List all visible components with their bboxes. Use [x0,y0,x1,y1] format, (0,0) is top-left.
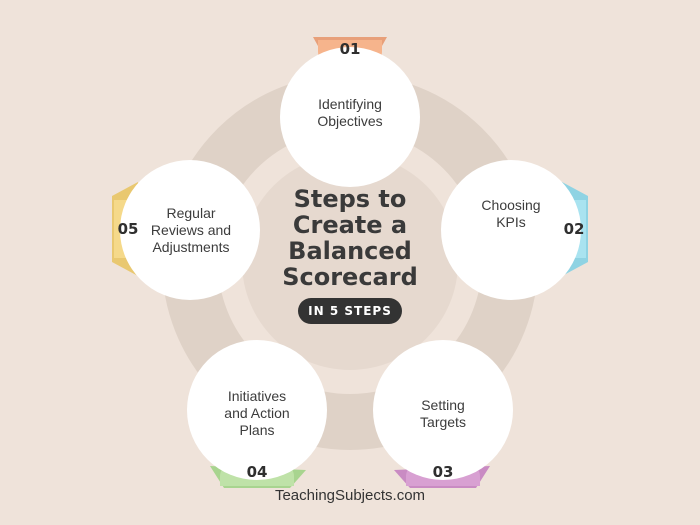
title-line-2: Create a [292,211,408,239]
step-1 [280,37,420,187]
title-line-3: Balanced [288,237,412,265]
step-3-number: 03 [432,463,454,481]
step-5-label-line-3: Adjustments [152,239,230,255]
step-5-label-line-2: Reviews and [150,222,232,238]
step-4-label-line-2: and Action [224,405,290,421]
step-5-label-line-1: Regular [166,205,216,221]
title-line-4: Scorecard [282,263,418,291]
step-2-label: Choosing KPIs [462,197,560,231]
step-4 [187,340,327,488]
title-line-1: Steps to [293,185,407,213]
step-4-label-line-1: Initiatives [227,388,287,404]
step-2-label-line-2: KPIs [496,214,526,230]
step-4-label: Initiatives and Action Plans [202,388,312,439]
step-4-number: 04 [246,463,268,481]
step-1-label-line-1: Identifying [318,96,382,112]
step-5-circle [120,160,260,300]
step-1-number: 01 [339,40,361,58]
step-5-number: 05 [117,220,139,238]
step-2-circle [441,160,581,300]
step-1-label-line-2: Objectives [317,113,383,129]
step-3-label-line-2: Targets [420,414,466,430]
step-4-circle [187,340,327,480]
step-2-number: 02 [563,220,585,238]
step-4-label-line-3: Plans [239,422,275,438]
page-title: Steps to Create a Balanced Scorecard [260,186,440,290]
subtitle-pill: IN 5 STEPS [298,298,402,324]
step-3-label-line-1: Setting [421,397,465,413]
step-2-label-line-1: Choosing [481,197,541,213]
step-3-label: Setting Targets [388,397,498,431]
step-5 [112,160,260,300]
step-2 [441,160,588,300]
step-1-circle [280,47,420,187]
step-1-label: Identifying Objectives [290,96,410,130]
step-3-circle [373,340,513,480]
step-3 [373,340,513,488]
footer-credit: TeachingSubjects.com [274,487,426,504]
step-5-label: Regular Reviews and Adjustments [136,205,246,256]
center-disc [242,154,458,370]
